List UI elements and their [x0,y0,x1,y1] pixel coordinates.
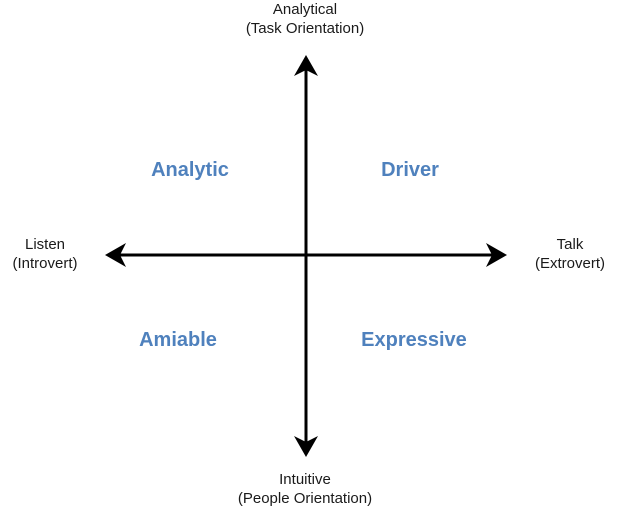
axis-label-left-line2: (Introvert) [12,255,78,272]
axis-label-top-line1: Analytical [272,1,338,18]
axis-label-right-line2: (Extrovert) [534,255,605,272]
axis-label-top: Analytical (Task Orientation) [200,0,410,38]
axis-label-left-line1: Listen [24,236,66,253]
axis-label-bottom-line2: (People Orientation) [237,490,373,507]
axis-label-right: Talk (Extrovert) [520,235,620,273]
axis-label-left: Listen (Introvert) [0,235,90,273]
axis-label-top-line2: (Task Orientation) [245,20,365,37]
axis-label-bottom: Intuitive (People Orientation) [200,470,410,508]
quadrant-expressive: Expressive [361,329,467,351]
axis-label-bottom-line1: Intuitive [279,471,331,488]
quadrant-amiable: Amiable [139,329,217,351]
quadrant-driver: Driver [381,159,439,181]
quadrant-analytic: Analytic [151,159,229,181]
axis-label-right-line1: Talk [556,236,584,253]
